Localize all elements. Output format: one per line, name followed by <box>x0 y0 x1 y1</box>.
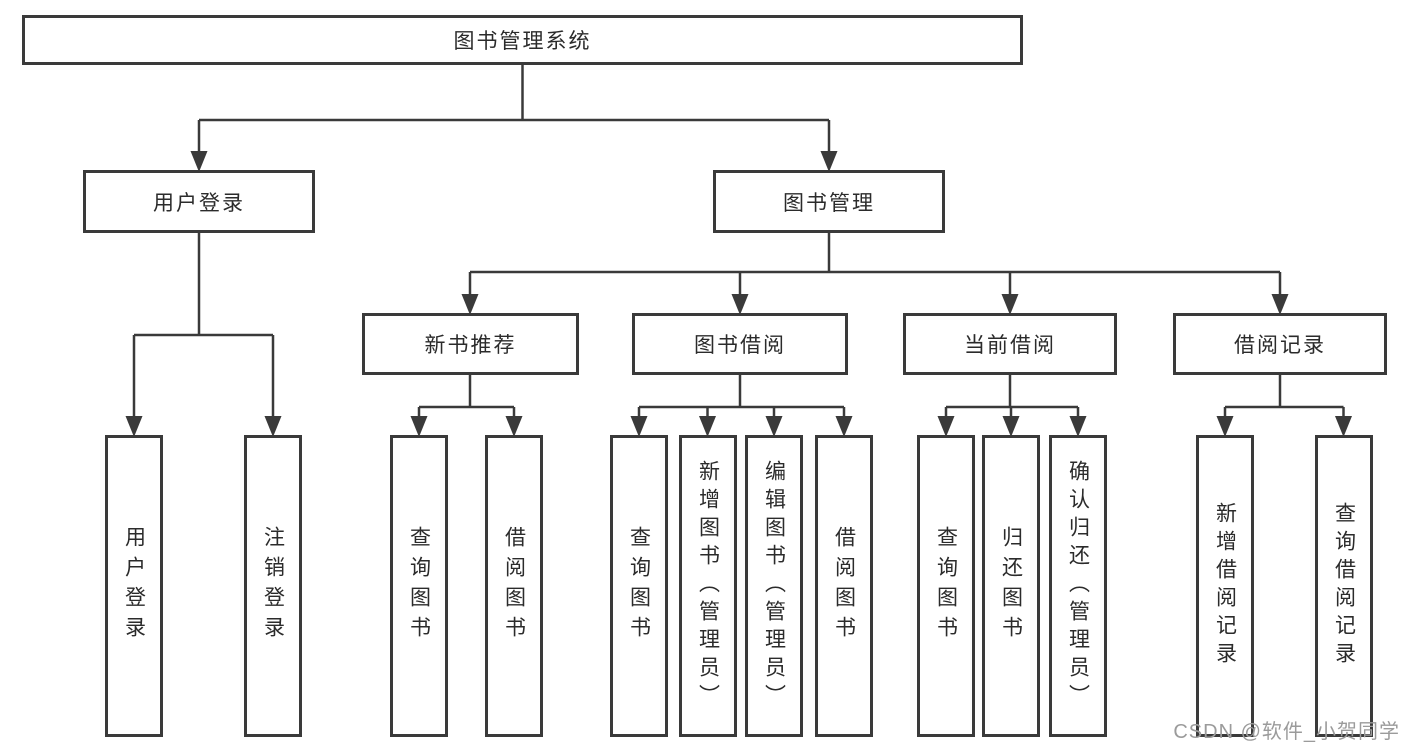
leaf-user-login-label: 用户登录 <box>122 526 146 646</box>
node-current-borrow: 当前借阅 <box>903 313 1117 375</box>
leaf-confirm-return-admin: 确认归还（管理员） <box>1049 435 1107 737</box>
leaf-borrow-books-label: 借阅图书 <box>832 526 856 646</box>
leaf-edit-books-admin: 编辑图书（管理员） <box>745 435 803 737</box>
leaf-query-borrow-record-label: 查询借阅记录 <box>1332 502 1356 670</box>
leaf-borrow-query-books: 查询图书 <box>610 435 668 737</box>
node-user-login: 用户登录 <box>83 170 315 233</box>
leaf-borrow-query-books-label: 查询图书 <box>627 526 651 646</box>
leaf-logout: 注销登录 <box>244 435 302 737</box>
leaf-current-query-books: 查询图书 <box>917 435 975 737</box>
leaf-add-books-admin: 新增图书（管理员） <box>679 435 737 737</box>
leaf-recommend-borrow-books: 借阅图书 <box>485 435 543 737</box>
leaf-query-borrow-record: 查询借阅记录 <box>1315 435 1373 737</box>
node-book-borrow: 图书借阅 <box>632 313 848 375</box>
leaf-current-query-books-label: 查询图书 <box>934 526 958 646</box>
node-borrow-records: 借阅记录 <box>1173 313 1387 375</box>
leaf-logout-label: 注销登录 <box>261 526 285 646</box>
leaf-recommend-query-books: 查询图书 <box>390 435 448 737</box>
node-new-book-recommend-label: 新书推荐 <box>424 334 517 357</box>
node-root-label: 图书管理系统 <box>453 30 592 53</box>
leaf-borrow-books: 借阅图书 <box>815 435 873 737</box>
node-book-management: 图书管理 <box>713 170 945 233</box>
node-new-book-recommend: 新书推荐 <box>362 313 579 375</box>
leaf-add-books-admin-label: 新增图书（管理员） <box>696 460 720 712</box>
csdn-watermark: CSDN @软件_小贺同学 <box>1173 721 1400 743</box>
node-user-login-label: 用户登录 <box>153 191 245 215</box>
leaf-edit-books-admin-label: 编辑图书（管理员） <box>762 460 786 712</box>
node-book-management-label: 图书管理 <box>783 191 875 215</box>
leaf-confirm-return-admin-label: 确认归还（管理员） <box>1066 460 1090 712</box>
leaf-return-books: 归还图书 <box>982 435 1040 737</box>
leaf-return-books-label: 归还图书 <box>999 526 1023 646</box>
node-book-borrow-label: 图书借阅 <box>694 334 786 357</box>
leaf-recommend-borrow-books-label: 借阅图书 <box>502 526 526 646</box>
leaf-add-borrow-record: 新增借阅记录 <box>1196 435 1254 737</box>
leaf-add-borrow-record-label: 新增借阅记录 <box>1213 502 1237 670</box>
node-root: 图书管理系统 <box>22 15 1023 65</box>
leaf-recommend-query-books-label: 查询图书 <box>407 526 431 646</box>
node-borrow-records-label: 借阅记录 <box>1234 334 1326 357</box>
leaf-user-login: 用户登录 <box>105 435 163 737</box>
node-current-borrow-label: 当前借阅 <box>964 334 1056 357</box>
